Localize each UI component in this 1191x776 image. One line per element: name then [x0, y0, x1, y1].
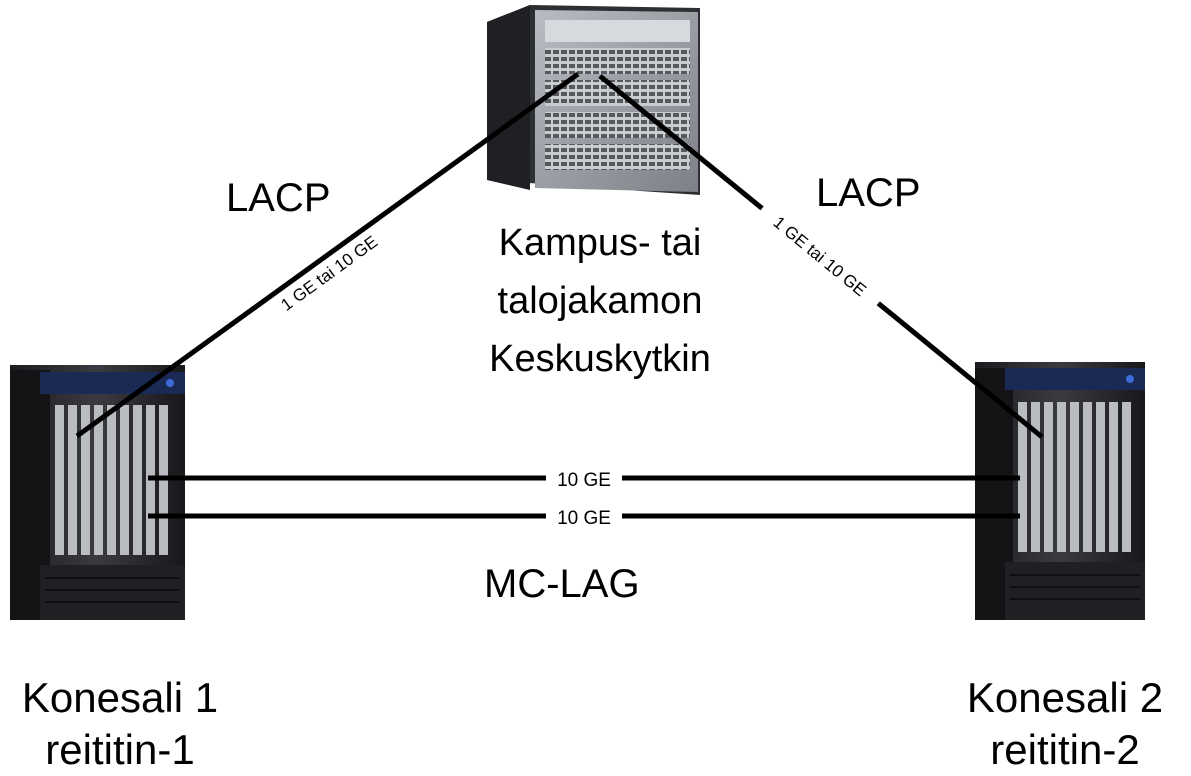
- core-switch-vent: [491, 29, 528, 163]
- router-1-site: Konesali 1: [21, 674, 219, 721]
- router-1-label: Konesali 1 reititin-1: [0, 672, 240, 776]
- router-2-fan-tray: [1005, 562, 1145, 620]
- router-2-status-led: [1126, 375, 1134, 383]
- uplink-left-protocol: LACP: [226, 176, 331, 220]
- interconnect-speed-2: 10 GE: [557, 508, 611, 529]
- core-switch-image: [487, 5, 700, 195]
- uplink-right-speed-bg: [755, 199, 885, 313]
- uplink-right-protocol: LACP: [816, 171, 921, 215]
- router-2-fan-vent: [1010, 574, 1140, 600]
- router-2-craft-panel: [1005, 368, 1145, 390]
- router-2-line-cards: [1018, 402, 1131, 552]
- interconnect-label-bg-1: [546, 466, 622, 490]
- interconnect-protocol: MC-LAG: [484, 562, 640, 606]
- router-2-site: Konesali 2: [966, 674, 1164, 721]
- core-switch-module-3: [545, 112, 690, 138]
- uplink-right-speed: 1 GE tai 10 GE: [770, 213, 870, 300]
- router-2-name: reititin-2: [990, 726, 1140, 773]
- router-1-fan-vent: [45, 577, 180, 603]
- uplink-left-line: [75, 71, 580, 439]
- interconnect-label-bg-2: [546, 504, 622, 528]
- core-switch-label: Kampus- tai talojakamon Keskuskytkin: [440, 214, 760, 388]
- uplink-left-speed: 1 GE tai 10 GE: [277, 232, 381, 315]
- uplink-left-speed-bg: [261, 220, 397, 326]
- router-1-image: [10, 365, 185, 620]
- router-2-image: [975, 362, 1145, 620]
- core-switch-management-module: [545, 20, 690, 42]
- core-switch-side: [487, 5, 530, 190]
- router-1-fan-tray: [40, 565, 185, 620]
- core-switch-module-4: [545, 144, 690, 170]
- router-1-status-led: [166, 379, 174, 387]
- core-switch-module-1: [545, 48, 690, 74]
- core-switch-label-line-2: talojakamon: [497, 280, 703, 322]
- router-1-craft-panel: [40, 372, 185, 394]
- interconnect-speed-1: 10 GE: [557, 470, 611, 491]
- core-switch-label-line-1: Kampus- tai: [498, 222, 702, 264]
- router-2-label: Konesali 2 reititin-2: [945, 672, 1185, 776]
- router-1-name: reititin-1: [45, 726, 195, 773]
- core-switch-label-line-3: Keskuskytkin: [489, 338, 711, 380]
